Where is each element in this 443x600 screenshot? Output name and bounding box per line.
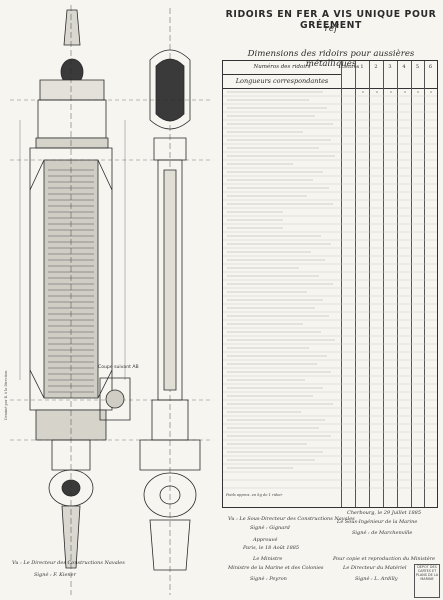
column-divider	[424, 61, 425, 507]
table-subtitle: Dimensions des ridoirs pour aussières mé…	[247, 49, 415, 69]
column-header-4: 4	[397, 61, 411, 89]
column-header-5: 5	[411, 61, 424, 89]
signature-line: Signé : Peyron	[250, 576, 287, 582]
column-divider	[355, 61, 356, 507]
signature-line: Signé : Gignard	[250, 525, 290, 531]
column-divider	[383, 61, 384, 507]
signature-line: Signé : de Marchenville	[352, 530, 413, 536]
turnbuckle-drawing	[10, 5, 210, 595]
margin-note: Dessiné par B. à la Direction	[4, 370, 8, 420]
signature-line: Paris, le 18 Août 1885	[243, 545, 300, 551]
dimensions-table: Numéros des ridoirs Longueurs correspond…	[222, 60, 438, 508]
column-header-letters: Lettres	[341, 61, 359, 89]
section-label: Coupe suivant AB	[98, 365, 139, 370]
table-rules	[223, 91, 437, 489]
column-header-6: 6	[424, 61, 437, 89]
column-divider	[397, 61, 398, 507]
signature-line: Vu : Le Directeur des Constructions Nava…	[12, 560, 125, 566]
document-title: RIDOIRS EN FER A VIS UNIQUE POUR GRÉEMEN…	[225, 9, 437, 31]
signature-line: Vu : Le Sous-Directeur des Constructions…	[228, 516, 355, 522]
table-header-number: Numéros des ridoirs	[223, 61, 341, 75]
table-header-dimensions: Longueurs correspondantes	[223, 74, 341, 89]
signature-line: Signé : F. Kiener	[34, 572, 76, 578]
table-footer-line: Poids approx. en kg de 1 ridoir	[226, 493, 283, 497]
column-divider	[369, 61, 370, 507]
title-flourish: ref	[324, 24, 338, 34]
signature-line: Ministre de la Marine et des Colonies	[228, 565, 324, 571]
signature-line: Le Directeur du Matériel	[343, 565, 407, 571]
column-divider	[341, 61, 342, 507]
column-header-1: 1	[355, 61, 369, 89]
signature-line: Cherbourg, le 29 Juillet 1885	[347, 510, 421, 516]
signature-line: Signé : L. Ardilly	[355, 576, 398, 582]
signature-line: Le Sous-Ingénieur de la Marine	[337, 519, 418, 525]
signature-line: Approuvé	[253, 537, 278, 543]
column-header-3: 3	[383, 61, 397, 89]
archive-stamp: DÉPÔT DES CARTES ET PLANS DE LA MARINE	[414, 564, 440, 598]
signature-line: Pour copie et reproduction du Ministère	[333, 556, 436, 562]
signature-line: Le Ministre	[253, 556, 283, 562]
column-divider	[411, 61, 412, 507]
column-header-2: 2	[369, 61, 383, 89]
